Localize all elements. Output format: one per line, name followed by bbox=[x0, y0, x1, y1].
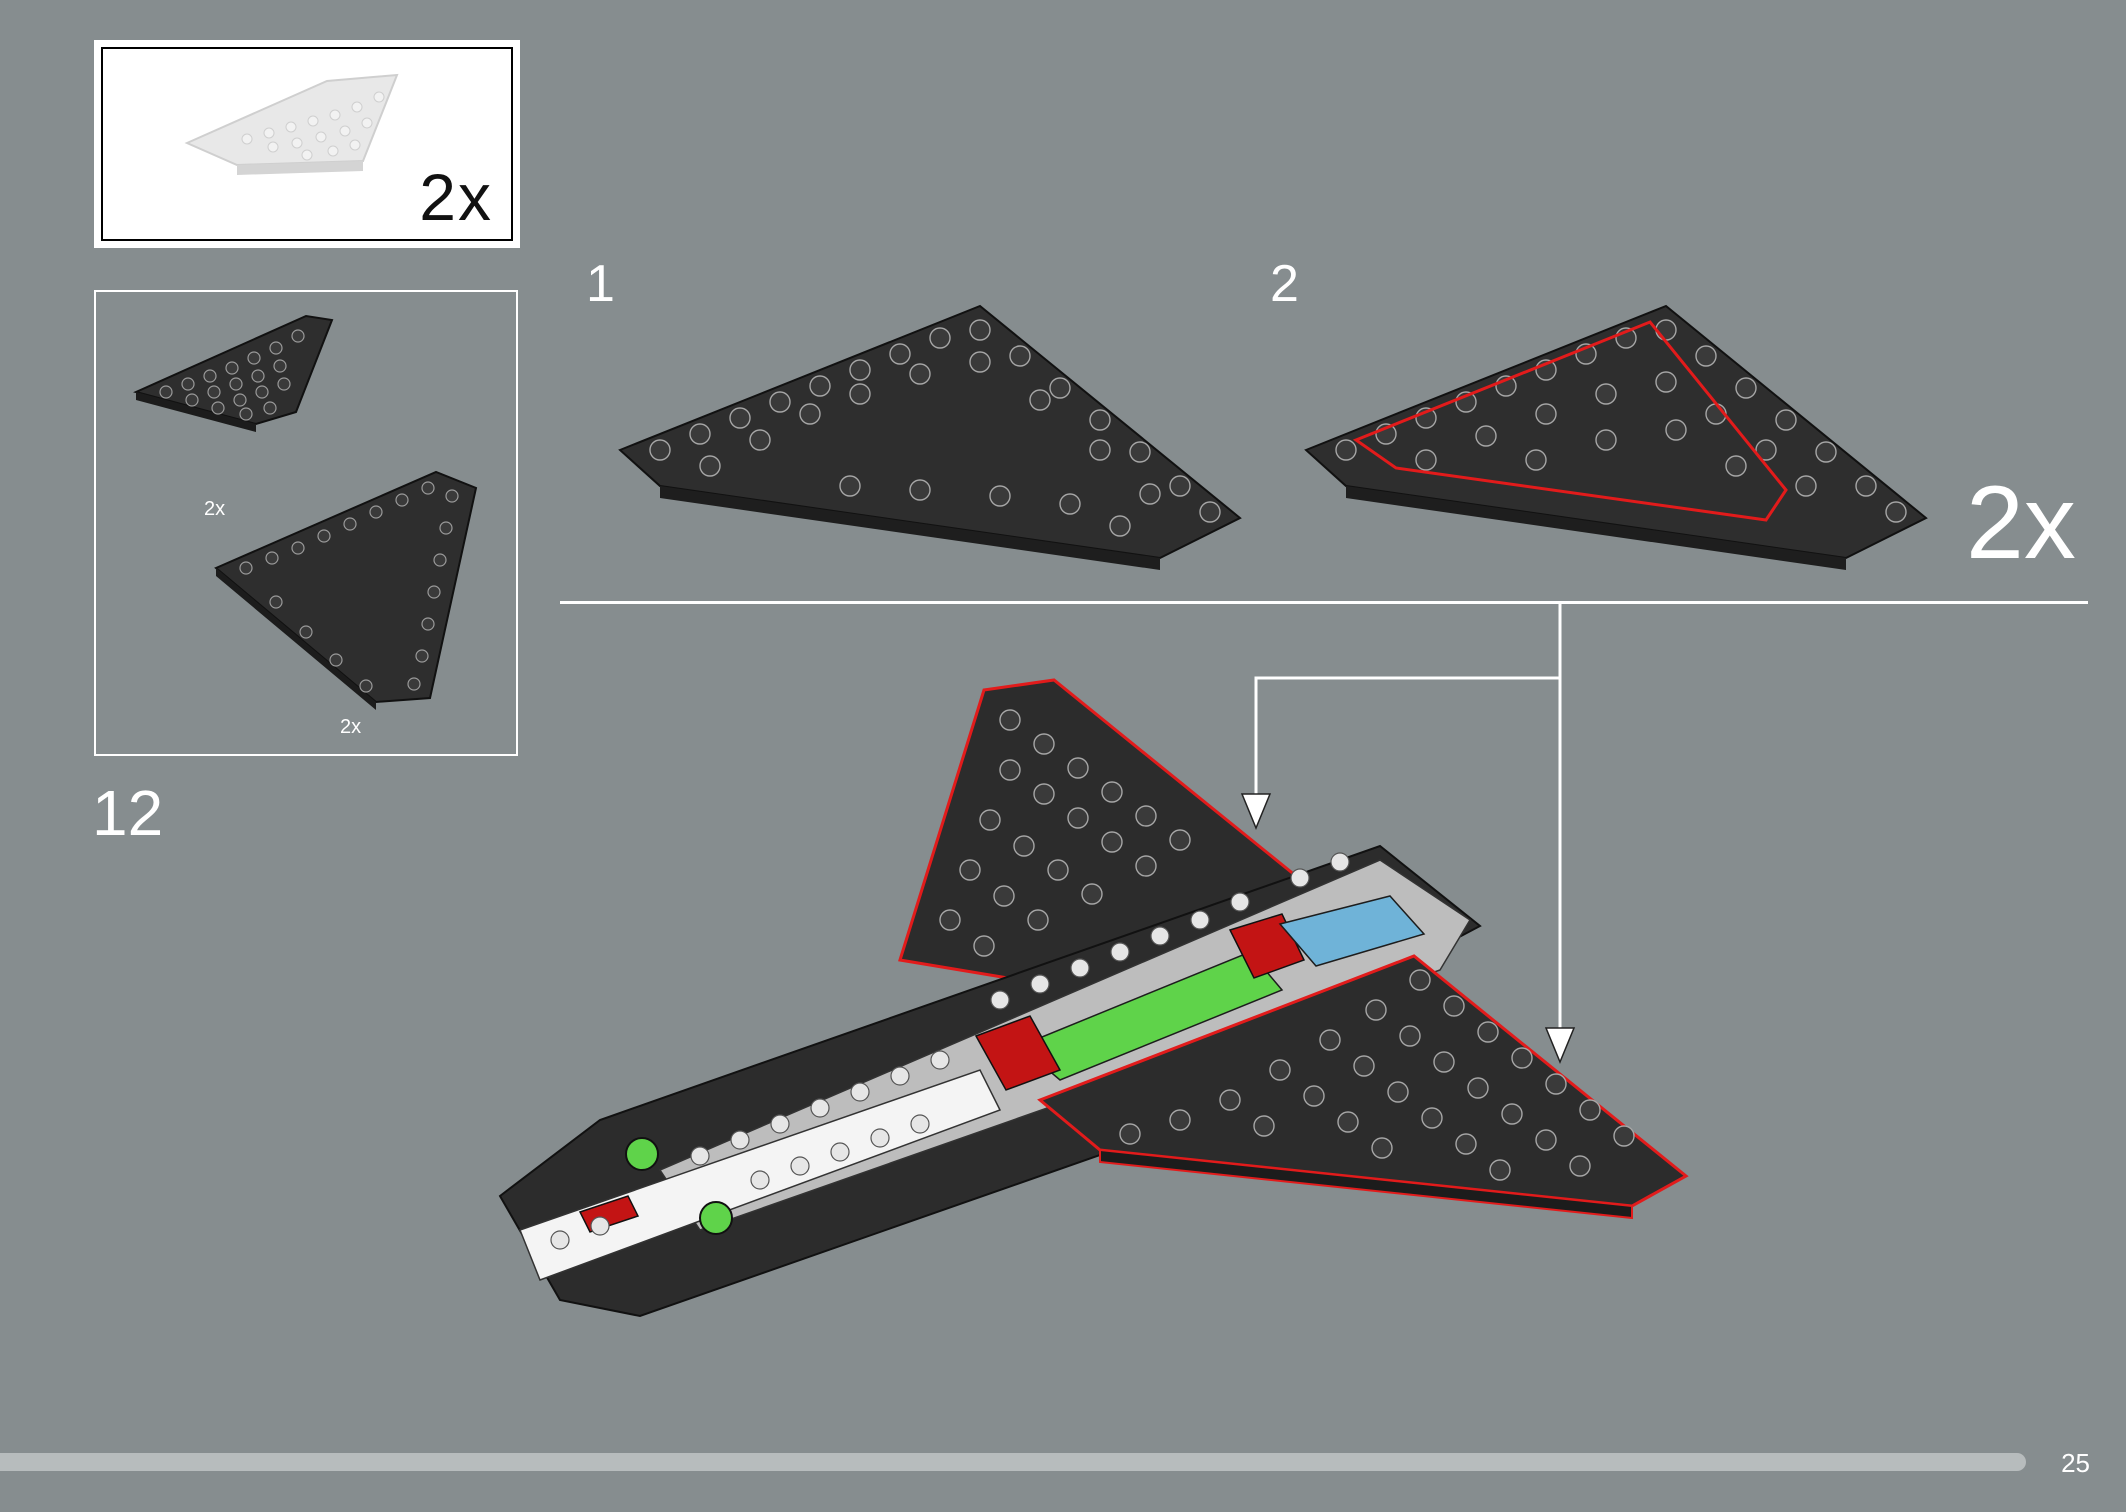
left-wedge-quantity: 2x bbox=[204, 498, 226, 520]
parts-quantity: 2x bbox=[419, 160, 493, 234]
right-wedge-quantity: 2x bbox=[340, 716, 362, 738]
page-progress-bar bbox=[0, 1453, 2026, 1471]
wedge-plate-step1-icon bbox=[618, 304, 1242, 570]
page-number: 25 bbox=[2061, 1448, 2090, 1478]
wedge-plate-icon bbox=[184, 73, 399, 175]
wedge-plate-step2-icon bbox=[1304, 304, 1928, 570]
wedge-plate-right-icon bbox=[214, 470, 478, 710]
sub-assembly-callout: 2x 2x bbox=[94, 290, 518, 756]
wedge-plate-left-icon bbox=[133, 314, 334, 432]
sub-result-quantity: 2x bbox=[1966, 465, 2076, 581]
step-number: 12 bbox=[92, 777, 164, 849]
step-divider bbox=[560, 601, 2088, 604]
parts-callout: 2x bbox=[94, 40, 520, 248]
sub-step-2-number: 2 bbox=[1270, 255, 1299, 313]
sub-step-1-number: 1 bbox=[586, 255, 615, 313]
